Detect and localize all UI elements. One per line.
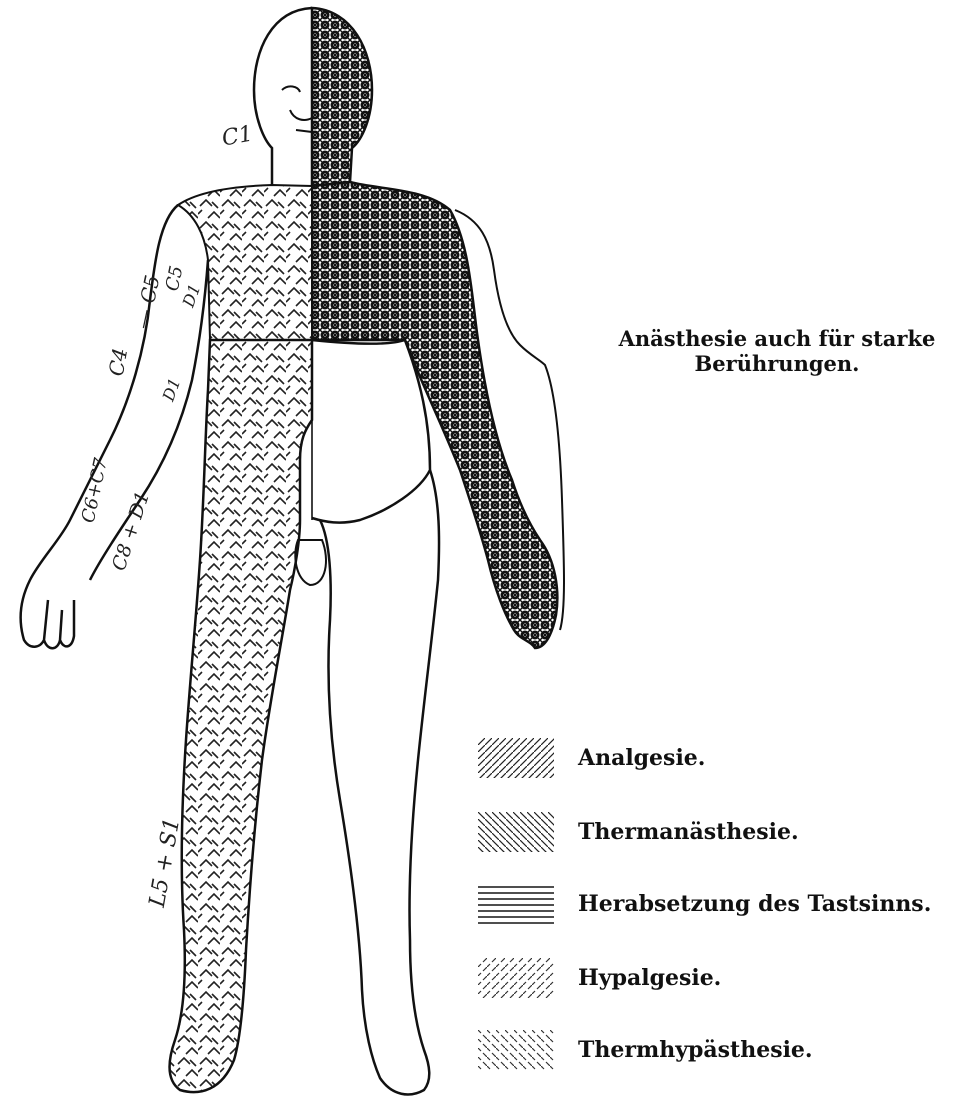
anesthesia-region [312,8,557,648]
annotation-line-2: Berührungen. [600,351,954,376]
swatch-broken-diagonal-forward [478,958,554,998]
legend-label: Thermanästhesie. [578,819,799,845]
hypalgesia-region [170,185,312,1092]
swatch-diagonal-forward [478,738,554,778]
legend-item-analgesia: Analgesie. [478,738,948,778]
legend-item-thermanesthesia: Thermanästhesie. [478,812,948,852]
swatch-broken-diagonal-backward [478,1030,554,1070]
swatch-diagonal-backward [478,812,554,852]
swatch-horizontal-lines [478,884,554,924]
legend-label: Hypalgesie. [578,965,721,991]
legend-label: Thermhypästhesie. [578,1037,813,1063]
legend-item-thermhypesthesia: Thermhypästhesie. [478,1030,948,1070]
legend-item-touch-reduction: Herabsetzung des Tastsinns. [478,884,948,924]
label-c4: C4 [104,346,133,378]
anesthesia-annotation: Anästhesie auch für starke Berührungen. [600,326,954,376]
legend-label: Analgesie. [578,745,705,771]
annotation-line-1: Anästhesie auch für starke [600,326,954,351]
legend-item-hypalgesia: Hypalgesie. [478,958,948,998]
legend-label: Herabsetzung des Tastsinns. [578,891,931,917]
label-c1: C1 [220,122,255,152]
